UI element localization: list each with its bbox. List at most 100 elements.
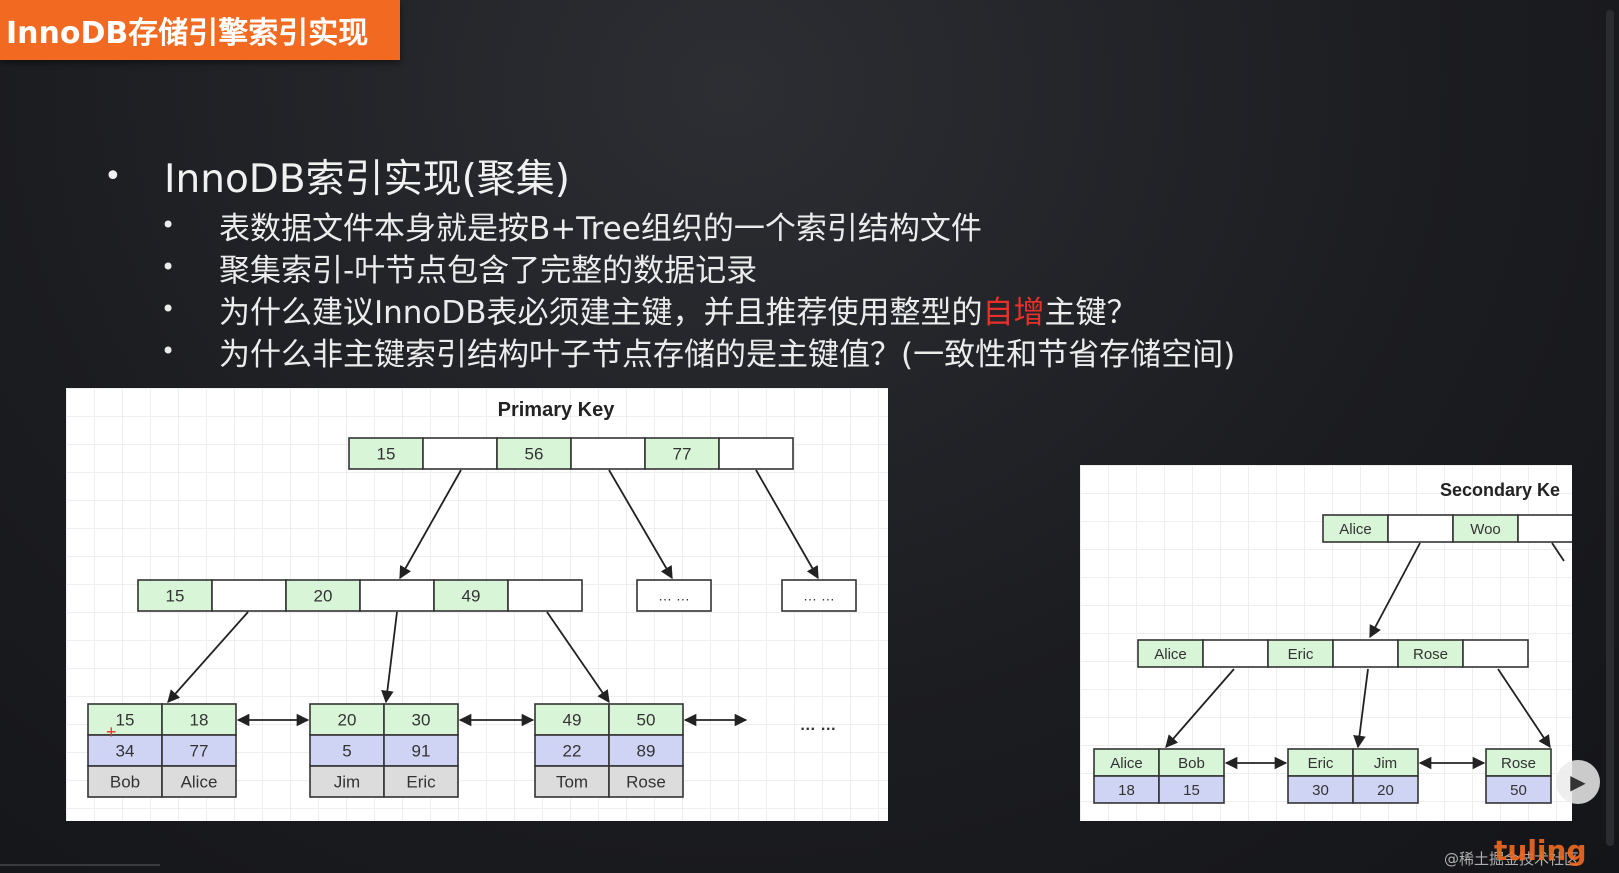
sub-bullet: • 聚集索引-叶节点包含了完整的数据记录 (161, 246, 1235, 289)
leaf-value: 15 (1183, 782, 1200, 799)
leaf-key: Rose (1501, 755, 1536, 772)
root-pointer-cell (1387, 514, 1454, 543)
leaf-value: 30 (1312, 782, 1329, 799)
leaf-key-cell (1485, 748, 1552, 777)
leaf-value-cell (534, 734, 610, 767)
leaf-value-cell (1287, 775, 1354, 804)
pointer-arrow (1497, 668, 1551, 749)
main-bullet-text: InnoDB索引实现(聚集) (164, 157, 571, 202)
sub-bullet-pre: 为什么建议InnoDB表必须建主键，并且推荐使用整型的 (219, 294, 983, 331)
pointer-arrow (546, 611, 610, 704)
leaf-key-cell (161, 703, 237, 736)
internal-pointer-cell (1462, 639, 1529, 668)
root-pointer-cell (570, 437, 646, 470)
internal-key: Alice (1154, 646, 1187, 663)
sub-bullet-text: 表数据文件本身就是按B+Tree组织的一个索引结构文件 (219, 210, 982, 247)
sub-bullet-text: 聚集索引-叶节点包含了完整的数据记录 (219, 252, 758, 289)
pointer-arrow (1165, 668, 1235, 748)
internal-key: 15 (166, 587, 185, 606)
leaf-key: Bob (1178, 755, 1205, 772)
leaf-key: 15 (116, 711, 135, 730)
leaf-ellipsis: … … (800, 717, 836, 734)
internal-pointer-cell (1332, 639, 1399, 668)
main-bullet: • InnoDB索引实现(聚集) (104, 148, 1235, 204)
divider (0, 864, 160, 866)
ellipsis-node-cell (636, 579, 712, 612)
cursor-mark: + (106, 722, 117, 742)
leaf-value: 50 (1510, 782, 1527, 799)
leaf-key: 18 (190, 711, 209, 730)
leaf-key: Jim (1374, 755, 1397, 772)
leaf-value: 5 (342, 742, 351, 761)
leaf-key-cell (383, 703, 459, 736)
sub-bullet: • 为什么建议InnoDB表必须建主键，并且推荐使用整型的自增主键？ (161, 287, 1235, 332)
internal-key: 49 (462, 587, 481, 606)
internal-key: Eric (1288, 646, 1314, 663)
root-key: 77 (673, 445, 692, 464)
bullet-dot: • (104, 158, 122, 194)
pointer-arrow (608, 469, 673, 580)
leaf-value-cell (309, 734, 385, 767)
leaf-name-cell (534, 765, 610, 798)
pointer-arrow (399, 469, 462, 580)
internal-pointer-cell (211, 579, 287, 612)
internal-pointer-cell (359, 579, 435, 612)
pointer-arrow (381, 611, 398, 704)
leaf-key-cell (1158, 748, 1225, 777)
ellipsis-node: … … (658, 588, 690, 604)
leaf-key: Eric (1308, 755, 1334, 772)
sub-bullet-text: 为什么非主键索引结构叶子节点存储的是主键值？(一致性和节省存储空间) (219, 336, 1236, 373)
ellipsis-node: … … (803, 588, 835, 604)
sub-bullet: • 表数据文件本身就是按B+Tree组织的一个索引结构文件 (161, 204, 1235, 247)
leaf-key-cell (608, 703, 684, 736)
bullet-list: • InnoDB索引实现(聚集) • 表数据文件本身就是按B+Tree组织的一个… (104, 148, 1236, 373)
internal-key-cell (1137, 639, 1204, 668)
pointer-arrow (167, 611, 249, 703)
root-key: 15 (377, 445, 396, 464)
primary-key-title: Primary Key (498, 399, 616, 421)
play-icon[interactable]: ▶ (1556, 760, 1600, 804)
leaf-value: 89 (637, 742, 656, 761)
pointer-arrow (1369, 542, 1421, 639)
leaf-value: 20 (1377, 782, 1394, 799)
watermark-text: @稀土掘金技术社区 (1444, 850, 1580, 868)
root-key-cell (348, 437, 424, 470)
scrollbar[interactable] (1606, 10, 1614, 846)
ellipsis-node-cell (781, 579, 857, 612)
leaf-name: Eric (406, 773, 436, 792)
leaf-value-cell (1352, 775, 1419, 804)
leaf-value-cell (1485, 775, 1552, 804)
highlight-text: 自增 (982, 294, 1045, 331)
root-key-cell (496, 437, 572, 470)
leaf-name-cell (161, 765, 237, 798)
root-key: Alice (1339, 521, 1372, 538)
leaf-key: 50 (637, 711, 656, 730)
leaf-key: Alice (1110, 755, 1143, 772)
leaf-value-cell (383, 734, 459, 767)
internal-key-cell (285, 579, 361, 612)
leaf-name: Bob (110, 773, 140, 792)
leaf-value: 77 (190, 742, 209, 761)
leaf-name-cell (309, 765, 385, 798)
bullet-dot: • (161, 337, 176, 365)
watermark-logo: tuling (1494, 834, 1587, 867)
leaf-value: 34 (116, 742, 135, 761)
slide-title: InnoDB存储引擎索引实现 (0, 0, 400, 60)
sub-bullet-text: 为什么建议InnoDB表必须建主键，并且推荐使用整型的自增主键？ (219, 287, 1138, 332)
leaf-value: 91 (412, 742, 431, 761)
leaf-name: Tom (556, 773, 588, 792)
bullet-dot: • (161, 295, 176, 323)
pointer-arrow (755, 469, 819, 580)
secondary-key-title: Secondary Ke (1440, 480, 1560, 500)
root-pointer-cell (422, 437, 498, 470)
sub-bullet: • 为什么非主键索引结构叶子节点存储的是主键值？(一致性和节省存储空间) (161, 330, 1236, 373)
sub-bullet-post: 主键？ (1044, 294, 1138, 331)
leaf-key-cell (534, 703, 610, 736)
internal-key-cell (433, 579, 509, 612)
leaf-name-cell (608, 765, 684, 798)
internal-pointer-cell (1202, 639, 1269, 668)
root-key: Woo (1470, 521, 1501, 538)
